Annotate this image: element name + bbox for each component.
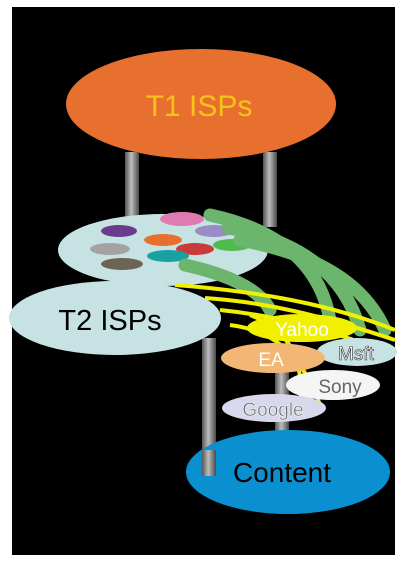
isp-oval-red	[176, 243, 214, 255]
msft-label: Msft	[338, 344, 375, 365]
isp-oval-gray	[90, 243, 130, 255]
ea-oval	[221, 343, 325, 373]
google-oval	[222, 394, 326, 422]
yahoo-oval	[247, 314, 357, 342]
ea-label: EA	[258, 350, 284, 371]
content-label: Content	[233, 457, 331, 488]
t2-isps-label: T2 ISPs	[58, 305, 161, 337]
left-pillar-upper	[125, 152, 139, 236]
sony-oval	[286, 370, 380, 400]
t1-isps-ellipse	[66, 49, 336, 159]
left-pillar-lower	[202, 338, 216, 476]
isp-oval-dark	[101, 258, 143, 270]
t2-isps-ellipse	[9, 281, 221, 355]
isp-oval-orange	[144, 234, 182, 246]
sony-label: Sony	[318, 377, 362, 398]
yahoo-label: Yahoo	[275, 320, 329, 341]
msft-oval	[317, 338, 397, 366]
isp-oval-teal	[147, 250, 189, 262]
isp-oval-pink	[160, 212, 204, 226]
t1-isps-label: T1 ISPs	[146, 90, 253, 123]
right-pillar-upper	[263, 152, 277, 227]
left-pillar-base	[202, 450, 216, 476]
google-label: Google	[242, 400, 303, 421]
content-ellipse	[186, 430, 390, 514]
isp-oval-purple-left	[101, 225, 137, 237]
